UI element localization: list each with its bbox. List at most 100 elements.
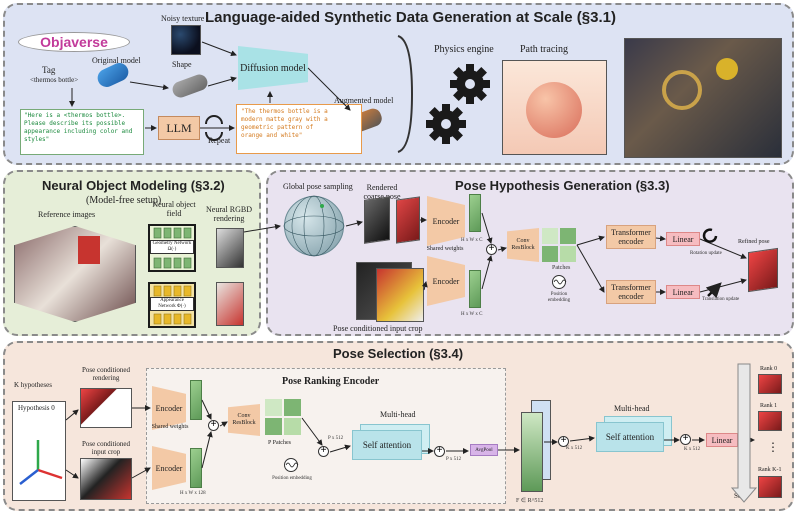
diffusion-model-box: Diffusion model — [238, 46, 308, 90]
phg-patches-grid — [542, 228, 576, 262]
shape-label: Shape — [172, 60, 192, 69]
sine-wave-icon — [284, 458, 298, 472]
rank-1-image — [758, 411, 782, 431]
response-text: "The thermos bottle is a modern matte gr… — [241, 108, 328, 139]
ps-encoder-top: Encoder — [152, 386, 186, 430]
rank-k1-label: Rank K-1 — [758, 467, 782, 473]
translation-arrow-icon — [705, 282, 722, 299]
synthetic-scene-image — [624, 38, 782, 158]
gear-icon — [426, 104, 466, 144]
noisy-texture-label: Noisy texture — [161, 14, 205, 23]
ps-feature-top — [190, 380, 202, 420]
sort-arrow-icon — [730, 363, 758, 503]
scene-yellow-object — [716, 58, 738, 80]
ps-k512-a: K x 512 — [566, 446, 583, 451]
plus-icon: + — [208, 420, 219, 431]
noisy-texture-image — [171, 25, 201, 55]
pose-input-crop-label: Pose conditioned input crop — [81, 440, 131, 456]
nom-title: Neural Object Modeling (§3.2) — [42, 178, 225, 193]
plus-icon: + — [434, 446, 445, 457]
ps-multihead-2: Multi-head — [614, 404, 650, 413]
ps-self-attention-1: Self attention — [352, 430, 422, 460]
global-pose-sampling-label: Global pose sampling — [283, 182, 353, 191]
pose-ranking-encoder-title: Pose Ranking Encoder — [282, 376, 380, 387]
augmented-model-label: Augmented model — [334, 96, 394, 105]
phg-hwc-bottom: H x W x C — [461, 312, 483, 317]
sine-wave-icon — [552, 275, 566, 289]
original-model-label: Original model — [92, 56, 141, 65]
reference-images-label: Reference images — [38, 210, 96, 219]
ps-feature-bottom — [190, 448, 202, 488]
synthetic-data-title: Language-aided Synthetic Data Generation… — [205, 9, 616, 26]
nom-subtitle: (Model-free setup) — [86, 195, 162, 206]
objaverse-logo: Objaverse — [18, 32, 130, 52]
phg-linear-top: Linear — [666, 232, 700, 246]
sphere-wire — [283, 195, 345, 257]
f-label: F ∈ R^512 — [516, 498, 544, 504]
ps-p512-b: P x 512 — [446, 457, 462, 462]
feature-stack — [521, 412, 543, 492]
ps-p512-a: P x 512 — [328, 436, 344, 441]
path-tracing-label: Path tracing — [520, 44, 569, 55]
phg-transformer-bottom: Transformer encoder — [606, 280, 656, 304]
phg-shared-weights: Shared weights — [426, 246, 464, 252]
ps-title: Pose Selection (§3.4) — [333, 346, 464, 361]
plus-icon: + — [486, 244, 497, 255]
phg-feature-top — [469, 194, 481, 232]
phg-linear-bottom: Linear — [666, 285, 700, 299]
hypothesis-0-label: Hypothesis 0 — [18, 404, 55, 412]
prompt-box — [20, 109, 144, 155]
repeat-label: Repeat — [208, 136, 231, 145]
phg-patches-label: Patches — [552, 265, 571, 271]
appearance-network-label: Appearance Network Φ(·) — [150, 297, 194, 311]
pose-input-crop-image — [80, 458, 132, 500]
rank-k1-image — [758, 476, 782, 498]
ps-k512-b: K x 512 — [684, 447, 701, 452]
phg-conv-resblock: Conv ResBlock — [507, 228, 539, 262]
pose-rendering-label: Pose conditioned rendering — [81, 366, 131, 382]
pose-rendering-image — [80, 388, 132, 428]
rank-0-label: Rank 0 — [760, 366, 778, 372]
pose-ranking-encoder-box — [146, 368, 506, 504]
gear-icon — [450, 64, 490, 104]
translation-update-label: Translation update — [702, 297, 740, 302]
axes-icon — [19, 440, 63, 485]
rotation-icon — [702, 228, 718, 243]
phg-encoder-bottom: Encoder — [427, 256, 465, 306]
plus-icon: + — [680, 434, 691, 445]
ps-self-attention-2: Self attention — [596, 422, 664, 452]
ps-avgpool: AvgPool — [470, 444, 498, 456]
k-hypotheses-label: K hypotheses — [14, 381, 52, 389]
tag-value: <thermos bottle> — [30, 76, 79, 84]
ps-shared-weights: Shared weights — [151, 424, 189, 430]
phg-encoder-top: Encoder — [427, 196, 465, 246]
ps-encoder-bottom: Encoder — [152, 446, 186, 490]
phg-feature-bottom — [469, 270, 481, 308]
phg-hwc-top: H x W x C — [461, 238, 483, 243]
rank-1-label: Rank 1 — [760, 403, 778, 409]
neural-object-field-label: Neural object field — [152, 200, 196, 218]
tag-label: Tag — [42, 65, 56, 75]
phg-title: Pose Hypothesis Generation (§3.3) — [455, 178, 670, 193]
pose-crop-label: Pose conditioned input crop — [333, 324, 423, 333]
ps-hw128: H x W x 128 — [180, 491, 206, 496]
path-tracing-sphere — [526, 82, 582, 138]
plus-icon: + — [318, 446, 329, 457]
prompt-text: "Here is a <thermos bottle>. Please desc… — [24, 112, 133, 143]
reference-box-object — [78, 236, 100, 264]
physics-engine-label: Physics engine — [434, 44, 494, 55]
ps-position-embedding: Position embedding — [272, 476, 312, 481]
rgbd-depth-render — [216, 228, 244, 268]
rank-dots: ⋮ — [767, 440, 779, 454]
ps-conv-resblock: Conv ResBlock — [228, 404, 260, 436]
neural-rgbd-label: Neural RGBD rendering — [206, 205, 252, 223]
plus-icon: + — [558, 436, 569, 447]
repeat-icon — [205, 115, 223, 141]
sphere-icon — [284, 196, 344, 256]
response-box — [236, 104, 362, 154]
ps-multihead-1: Multi-head — [380, 410, 416, 419]
geometry-network-label: Geometry Network Ω(·) — [150, 240, 194, 254]
ps-patches-label: P Patches — [268, 440, 291, 446]
ps-patches-grid — [265, 399, 301, 435]
